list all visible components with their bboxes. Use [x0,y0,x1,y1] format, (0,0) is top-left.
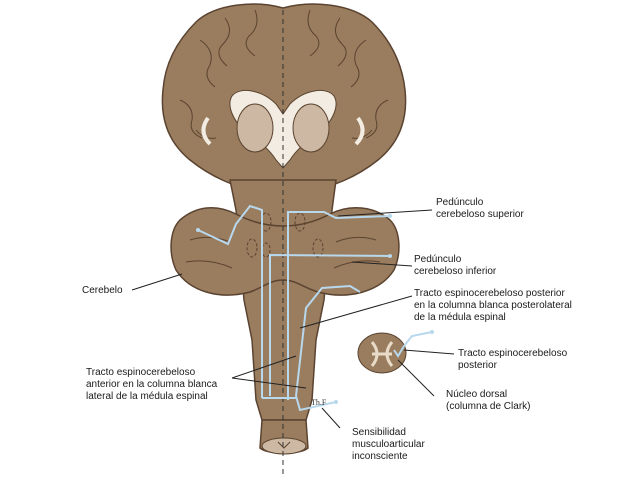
spinal-cord-section [261,437,307,455]
leader-lines [131,209,455,429]
label-tracto-posterior: Tracto espinocerebeloso posterior [458,348,568,371]
label-sensibilidad: Sensibilidad musculoarticular inconscien… [352,427,425,462]
hippocampus-left [201,116,212,146]
tract-endpoints [196,214,434,404]
label-pedunculo-superior: Pedúnculo cerebeloso superior [436,197,524,220]
label-pedunculo-inferior: Pedúnculo cerebeloso inferior [414,254,497,277]
label-cerebelo: Cerebelo [82,285,123,296]
thalamus-left [236,103,274,153]
cord-cross-section [357,332,407,374]
label-nucleo-dorsal: Núcleo dorsal (columna de Clark) [446,389,531,412]
cerebellar-folia [185,236,381,269]
spinal-gray-matter [277,441,291,449]
thalamus-right [292,103,330,153]
spinocerebellar-tracts [197,204,433,412]
label-tracto-posterior-columna: Tracto espinocerebeloso posterior en la … [414,288,572,323]
hippocampus-right [354,116,365,146]
artist-signature: Th.F [311,398,327,407]
label-tracto-anterior: Tracto espinocerebeloso anterior en la c… [86,367,218,402]
cerebellum [170,207,400,296]
